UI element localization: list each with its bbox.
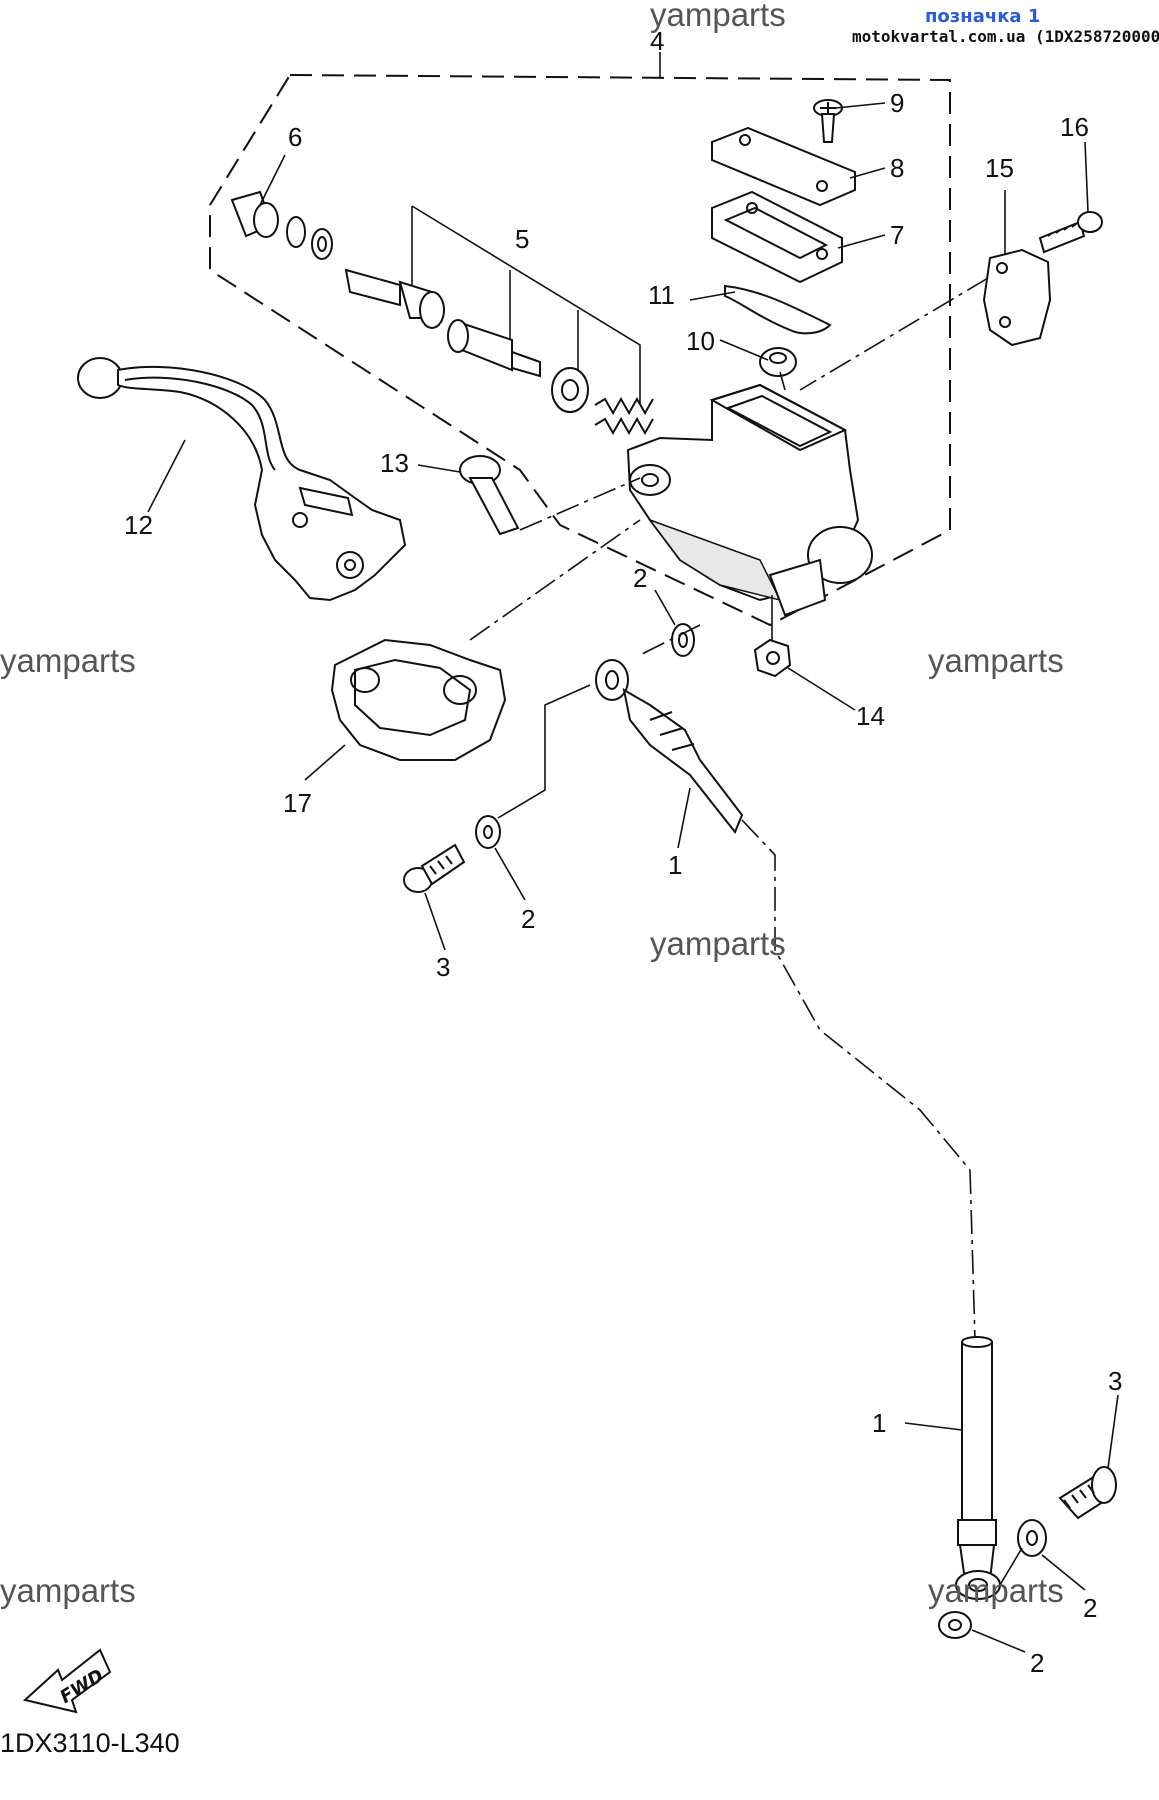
part-11-diaphragm [724,284,832,335]
callout-17: 17 [283,788,312,818]
part-3-bolt-lower [1058,1466,1117,1520]
part-15-clamp [799,248,1052,391]
watermark-center: yamparts [650,925,786,962]
callout-3b: 3 [1108,1366,1122,1396]
callout-1a: 1 [668,850,682,880]
callout-11: 11 [648,280,675,310]
callout-16: 16 [1060,112,1089,142]
diagram-code: 1DX3110-L340 [0,1728,180,1758]
callout-1b: 1 [872,1408,886,1438]
part-5-piston-kit [344,205,654,436]
master-cylinder-body [626,371,873,617]
callout-3a: 3 [436,952,450,982]
callout-9: 9 [890,88,904,118]
part-16-bolt [1038,211,1103,254]
callout-15: 15 [985,153,1014,183]
part-12-lever [77,357,407,602]
callout-10: 10 [686,326,715,356]
part-2-washer-lower-a [1017,1519,1047,1557]
part-2-washer-upper [671,623,695,657]
part-2-washer-mid [475,815,501,849]
part-3-bolt-upper [403,843,466,893]
header-tag[interactable]: позначка 1 [925,6,1040,27]
header-source: motokvartal.com.ua (1DX258720000) [852,27,1159,46]
watermark-left-mid: yamparts [0,642,136,679]
callout-2a: 2 [633,563,647,593]
callout-8: 8 [890,153,904,183]
part-8-reservoir-cap [711,126,856,207]
callout-14: 14 [856,701,885,731]
assembly-4-boundary [209,52,951,627]
part-7-diaphragm-plate [711,190,843,284]
callout-2b: 2 [521,904,535,934]
callout-4: 4 [650,26,664,56]
part-13-pivot-bolt [459,455,641,536]
watermark-left-low: yamparts [0,1572,136,1609]
leader-lines [147,102,1119,1653]
part-10-grommet [759,347,797,377]
callout-2c: 2 [1083,1593,1097,1623]
callout-12: 12 [124,510,153,540]
part-1-hose-upper [595,624,971,1171]
callout-13: 13 [380,448,409,478]
part-6-boot [230,190,333,260]
callout-7: 7 [890,220,904,250]
callout-6: 6 [288,122,302,152]
watermark-right-low: yamparts [928,1572,1064,1609]
watermark-right-mid: yamparts [928,642,1064,679]
callout-2d: 2 [1030,1648,1044,1678]
callout-5: 5 [515,224,529,254]
part-14-nut [753,595,792,678]
part-9-screw [813,99,843,143]
part-17-adapter [330,519,641,761]
part-1-hose-lower [955,1169,1001,1600]
part-2-washer-lower-b [938,1611,972,1639]
fwd-arrow-icon: FWD [22,1648,112,1714]
watermark-top: yamparts [650,0,786,33]
